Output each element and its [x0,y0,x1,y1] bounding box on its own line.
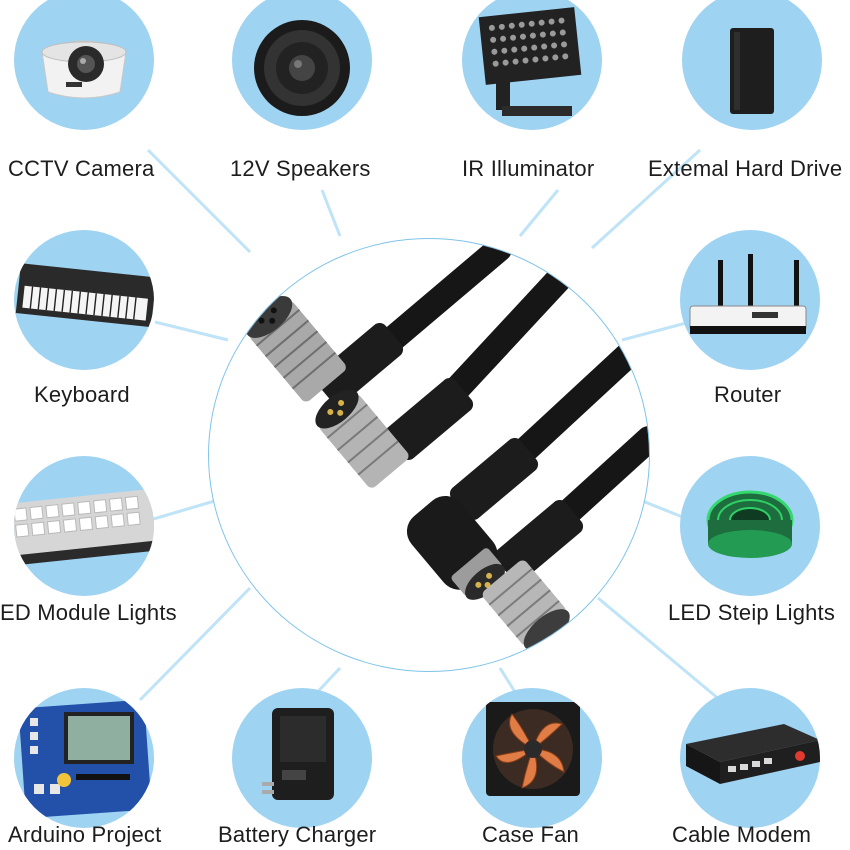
application-led-strip-lights: LED Steip Lights [0,0,835,625]
application-battery-charger: Battery Charger [0,0,376,847]
application-ir-illuminator: IR Illuminator [0,0,602,181]
application-keyboard: Keyboard [0,0,154,407]
speaker-icon [232,0,372,130]
application-label: Case Fan [482,822,579,847]
application-label: Keyboard [34,382,130,407]
application-label: LED Steip Lights [668,600,836,625]
arduino-board-icon [14,688,154,828]
router-icon [680,230,820,370]
case-fan-icon [462,688,602,828]
led-strip-reel-icon [680,456,820,596]
application-cctv-camera: CCTV Camera [0,0,154,181]
application-label: ED Module Lights [0,600,177,625]
ir-illuminator-icon [462,0,602,130]
application-label: Extemal Hard Drive [648,156,843,181]
cable-modem-icon [680,688,820,828]
m8-connector-cables-icon [208,238,650,672]
cctv-dome-camera-icon [14,0,154,130]
application-label: Arduino Project [8,822,162,847]
application-router: Router [0,0,820,407]
application-12v-speakers: 12V Speakers [0,0,372,181]
keyboard-icon [14,230,154,370]
application-external-hard-drive: Extemal Hard Drive [0,0,842,181]
application-label: Router [714,382,782,407]
application-arduino-project: Arduino Project [0,0,161,847]
application-led-module-lights: ED Module Lights [0,0,177,625]
application-label: 12V Speakers [230,156,371,181]
application-label: Battery Charger [218,822,377,847]
application-label: CCTV Camera [8,156,155,181]
external-hard-drive-icon [682,0,822,130]
led-module-icon [14,456,154,596]
application-label: Cable Modem [672,822,812,847]
application-label: IR Illuminator [462,156,595,181]
application-case-fan: Case Fan [0,0,602,847]
application-cable-modem: Cable Modem [0,0,820,847]
battery-charger-icon [232,688,372,828]
